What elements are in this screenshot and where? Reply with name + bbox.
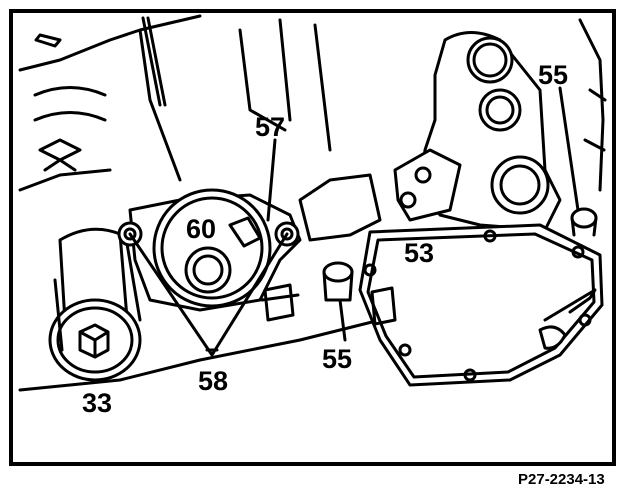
cover-plate-53 — [358, 223, 604, 387]
engine-bracket — [393, 31, 562, 242]
callout-60: 60 — [186, 214, 216, 244]
engine-drawing — [18, 14, 607, 392]
center-stud — [260, 283, 300, 322]
figure-frame — [9, 9, 616, 466]
callout-labels: 53 55 55 57 58 60 33 — [82, 60, 568, 418]
bolt-55-lower — [322, 261, 354, 342]
mount-flange — [117, 188, 302, 312]
center-bracket — [298, 173, 382, 242]
callout-55-upper: 55 — [538, 60, 568, 90]
top-slot — [34, 33, 62, 48]
callout-33: 33 — [82, 388, 112, 418]
oil-filter-housing — [48, 227, 142, 382]
right-engine-edge — [578, 18, 607, 192]
bolt-55-upper — [558, 86, 598, 237]
background-rib-right — [238, 18, 332, 152]
callout-53: 53 — [404, 238, 434, 268]
block-ribs — [33, 86, 107, 172]
block-edge-top — [18, 14, 202, 192]
background-rod — [141, 16, 167, 107]
figure-reference-code: P27-2234-13 — [518, 471, 605, 488]
callout-57: 57 — [255, 112, 285, 142]
leader-58 — [128, 232, 289, 357]
side-stud — [370, 286, 397, 326]
leader-57 — [266, 138, 277, 222]
callout-55-lower: 55 — [322, 344, 352, 374]
callout-58: 58 — [198, 366, 228, 396]
